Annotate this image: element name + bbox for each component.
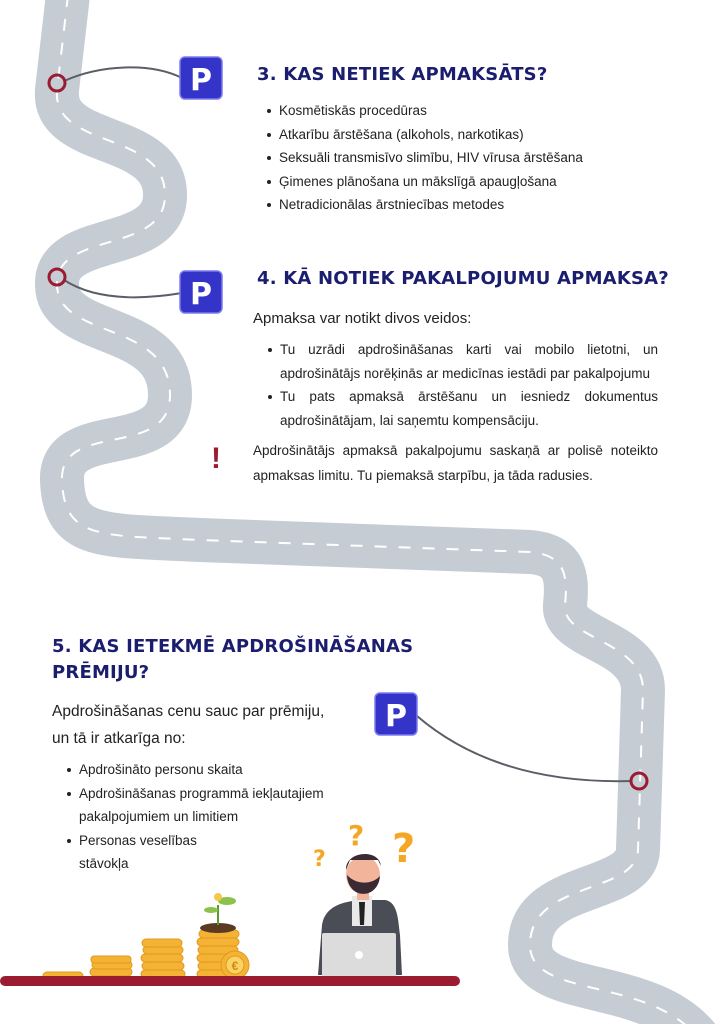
svg-text:P: P (385, 699, 407, 734)
list-item: Netradicionālas ārstniecības metodes (267, 193, 583, 217)
list-item: Kosmētiskās procedūras (267, 99, 583, 123)
intro-line: Apdrošināšanas cenu sauc par prēmiju, (52, 703, 325, 720)
euro-icon: € (232, 959, 239, 973)
svg-text:P: P (190, 277, 212, 312)
warning-exclamation-icon: ! (211, 442, 221, 475)
list-item: Tu pats apmaksā ārstēšanu un iesniedz do… (268, 385, 658, 432)
section3-title: 3. KAS NETIEK APMAKSĀTS? (257, 64, 548, 85)
parking-sign-icon: P (374, 692, 418, 736)
list-item: Seksuāli transmisīvo slimību, HIV vīrusa… (267, 146, 583, 170)
svg-text:?: ? (348, 819, 364, 852)
svg-text:?: ? (313, 847, 326, 872)
marker-circle (47, 267, 67, 287)
connector-line (63, 279, 183, 299)
section4-title: 4. KĀ NOTIEK PAKALPOJUMU APMAKSA? (257, 268, 669, 289)
section4-list: Tu uzrādi apdrošināšanas karti vai mobil… (266, 338, 658, 432)
question-marks-icon: ? ? ? (313, 819, 415, 872)
section5-title: 5. KAS IETEKMĒ APDROŠINĀŠANAS PRĒMIJU? (52, 634, 413, 686)
marker-circle (629, 771, 649, 791)
coin-stacks-icon (42, 923, 250, 981)
section4-intro: Apmaksa var notikt divos veidos: (253, 310, 472, 327)
section3-list: Kosmētiskās procedūras Atkarību ārstēšan… (265, 99, 583, 217)
list-item: Apdrošināšanas programmā iekļautajiem pa… (67, 782, 329, 829)
title-line: PRĒMIJU? (52, 662, 150, 683)
svg-text:?: ? (392, 826, 415, 872)
table-bar (0, 976, 460, 986)
svg-text:P: P (190, 63, 212, 98)
marker-circle (47, 73, 67, 93)
list-item: Tu uzrādi apdrošināšanas karti vai mobil… (268, 338, 658, 385)
intro-line: un tā ir atkarīga no: (52, 730, 186, 747)
section5-intro: Apdrošināšanas cenu sauc par prēmiju, un… (52, 698, 324, 752)
connector-line (416, 715, 633, 783)
list-item: Atkarību ārstēšana (alkohols, narkotikas… (267, 123, 583, 147)
section5-list: Apdrošināto personu skaita Apdrošināšana… (65, 758, 329, 876)
list-item: Ģimenes plānošana un mākslīgā apaugļošan… (267, 170, 583, 194)
parking-sign-icon: P (179, 56, 223, 100)
connector-line (63, 66, 183, 82)
list-item: Personas veselības stāvokļa (67, 829, 209, 876)
road-center-dashes (55, 0, 686, 1024)
thinking-man-illustration (318, 853, 402, 977)
plant-icon (204, 893, 236, 925)
section4-note: Apdrošinātājs apmaksā pakalpojumu saskaņ… (253, 443, 658, 483)
parking-sign-icon: P (179, 270, 223, 314)
title-line: 5. KAS IETEKMĒ APDROŠINĀŠANAS (52, 636, 414, 657)
list-item: Apdrošināto personu skaita (67, 758, 329, 782)
